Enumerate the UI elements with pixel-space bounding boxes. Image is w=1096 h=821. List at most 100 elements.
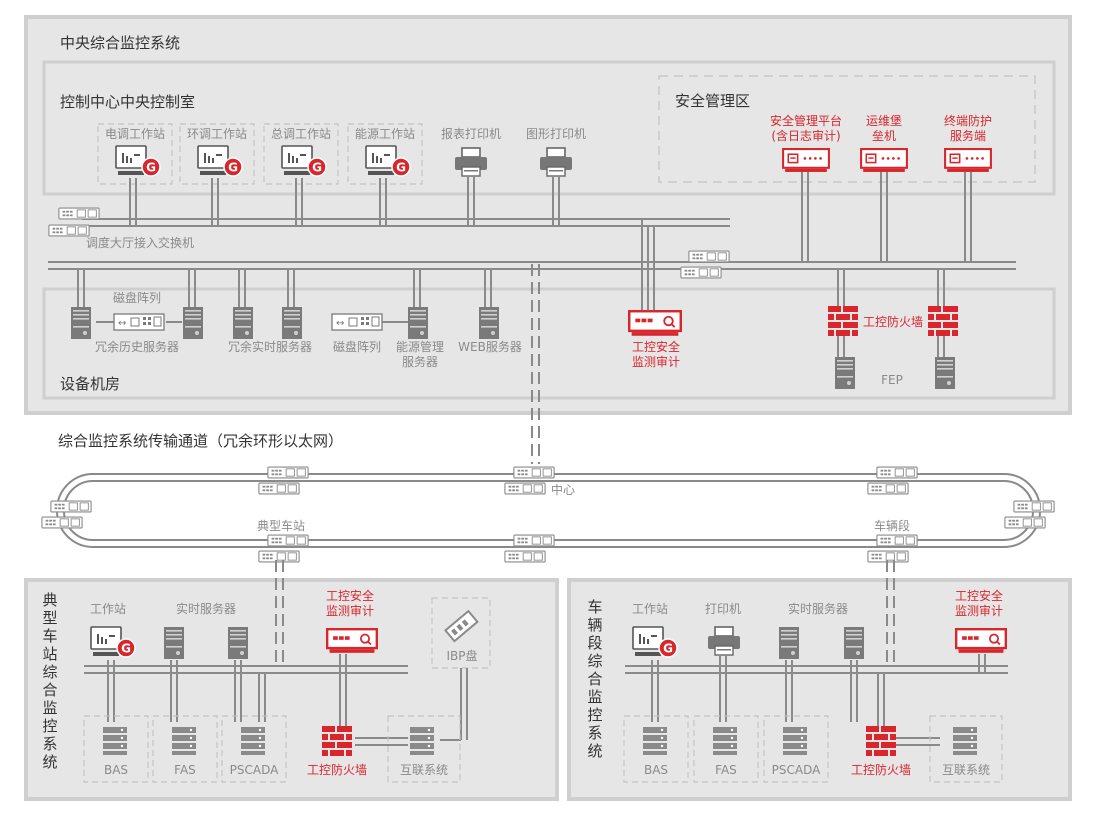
depot-interconnect-box: [929, 715, 1003, 783]
fep-label: FEP: [881, 373, 903, 387]
server-icon: [164, 627, 184, 659]
station-fas-box: [152, 715, 218, 783]
disk-array-top-label: 磁盘阵列: [113, 290, 161, 305]
depot-bas-label: BAS: [644, 763, 668, 777]
center-label: 中心: [551, 482, 575, 497]
ring-switch-icon: [258, 482, 300, 495]
ring-switch-icon: [867, 482, 909, 495]
depot-audit-label-2: 监测审计: [955, 603, 1003, 618]
server-icon: [233, 307, 253, 339]
station-bas-label: BAS: [104, 763, 128, 777]
depot-ws-label: 工作站: [632, 602, 668, 616]
bastion-label-1: 运维堡: [866, 113, 902, 128]
ring-switch-icon: [513, 534, 555, 547]
backbone-switch-icon: [680, 266, 722, 279]
endpoint-server-icon: [944, 148, 992, 173]
disk-array-label: 磁盘阵列: [333, 339, 381, 354]
central-system: 中央综合监控系统 控制中心中央控制室 安全管理区 电调工作站 环调工作站 总调工…: [24, 15, 1072, 464]
web-server-label: WEB服务器: [458, 339, 522, 354]
ring-switch-icon: [504, 550, 546, 563]
server-icon: [844, 627, 864, 659]
hall-switch-icon: [48, 224, 90, 237]
ring-switch-icon: [50, 500, 92, 513]
station-pscada-label: PSCADA: [230, 763, 279, 777]
depot-interconnect-label: 互联系统: [942, 763, 990, 777]
ibp-panel-icon: [444, 609, 479, 643]
depot-fas-label: FAS: [715, 763, 737, 777]
control-room-title: 控制中心中央控制室: [60, 93, 195, 111]
backbone-switch-icon: [688, 250, 730, 263]
station-interconnect-label: 互联系统: [400, 763, 448, 777]
redundant-history-label: 冗余历史服务器: [95, 339, 179, 354]
equipment-room-title: 设备机房: [60, 375, 120, 393]
depot-fas-box: [693, 715, 759, 783]
platform-label-1: 安全管理平台: [770, 113, 842, 128]
server-icon: [183, 307, 203, 339]
server-icon: [282, 307, 302, 339]
ws-label-1: 电调工作站: [105, 127, 165, 141]
ring-switch-icon: [1013, 500, 1055, 513]
station-audit-label-2: 监测审计: [326, 603, 374, 618]
endpoint-label-2: 服务端: [950, 128, 986, 143]
server-icon: [228, 627, 248, 659]
equipment-room-panel: [42, 287, 1056, 400]
ring-switch-icon: [41, 516, 83, 529]
station-ws-label: 工作站: [90, 602, 126, 616]
ws-label-2: 环调工作站: [187, 127, 247, 141]
depot-audit-label-1: 工控安全: [955, 588, 1003, 603]
station-audit-label-1: 工控安全: [326, 588, 374, 603]
ws-label-4: 能源工作站: [355, 127, 415, 141]
disk-array-icon: [113, 313, 165, 331]
ring-switch-icon: [876, 534, 918, 547]
station-fas-label: FAS: [174, 763, 196, 777]
audit-device-icon: [955, 628, 1007, 654]
redundant-realtime-label: 冗余实时服务器: [228, 339, 312, 354]
hall-switch-label: 调度大厅接入交换机: [86, 235, 194, 250]
audit-device-icon: [326, 628, 378, 654]
ring-switch-icon: [504, 482, 546, 495]
transport-title: 综合监控系统传输通道（冗余环形以太网）: [58, 432, 343, 450]
ring-switch-icon: [1004, 516, 1046, 529]
central-firewall-label: 工控防火墙: [863, 314, 923, 329]
printer-label-2: 图形打印机: [526, 127, 586, 141]
ibp-label: IBP盘: [446, 648, 477, 663]
bastion-host-icon: [860, 148, 908, 173]
server-icon: [408, 307, 428, 339]
station-firewall-label: 工控防火墙: [307, 762, 367, 777]
typical-station-label: 典型车站: [257, 518, 305, 533]
depot-realtime-label: 实时服务器: [788, 601, 848, 616]
bastion-label-2: 垒机: [872, 129, 896, 143]
depot-pscada-box: [763, 715, 829, 783]
transport-ring: 综合监控系统传输通道（冗余环形以太网） 中心 典型车站 车辆段: [41, 432, 1055, 563]
server-icon: [479, 307, 499, 339]
central-audit-label-2: 监测审计: [632, 354, 680, 369]
server-icon: [779, 627, 799, 659]
security-platform-icon: [782, 148, 830, 173]
hall-switch-icon: [58, 207, 100, 220]
platform-label-2: (含日志审计): [771, 128, 840, 143]
station-title-vertical: 典型车站综合监控系统: [42, 591, 57, 771]
fep-server-icon: [935, 357, 955, 389]
ring-switch-icon: [267, 534, 309, 547]
depot-label: 车辆段: [874, 518, 910, 533]
ring-switch-icon: [267, 466, 309, 479]
depot-title-vertical: 车辆段综合监控系统: [587, 598, 602, 760]
audit-device-icon: [628, 310, 682, 337]
disk-array-icon: [331, 313, 383, 331]
central-system-title: 中央综合监控系统: [60, 34, 180, 52]
station-system: 典型车站综合监控系统 工作站 实时服务器 工控安全 监测审计 IBP盘: [24, 560, 559, 801]
security-zone-title: 安全管理区: [675, 92, 750, 110]
station-bas-box: [83, 715, 149, 783]
central-audit-label-1: 工控安全: [632, 339, 680, 354]
ring-switch-icon: [258, 550, 300, 563]
station-realtime-label: 实时服务器: [176, 601, 236, 616]
station-interconnect-box: [387, 715, 461, 783]
ring-switch-icon: [513, 466, 555, 479]
ws-label-3: 总调工作站: [271, 127, 331, 141]
fep-server-icon: [835, 357, 855, 389]
station-pscada-box: [221, 715, 287, 783]
energy-mgmt-label-2: 服务器: [402, 354, 438, 369]
depot-pscada-label: PSCADA: [772, 763, 821, 777]
security-zone-box: [658, 75, 1036, 183]
